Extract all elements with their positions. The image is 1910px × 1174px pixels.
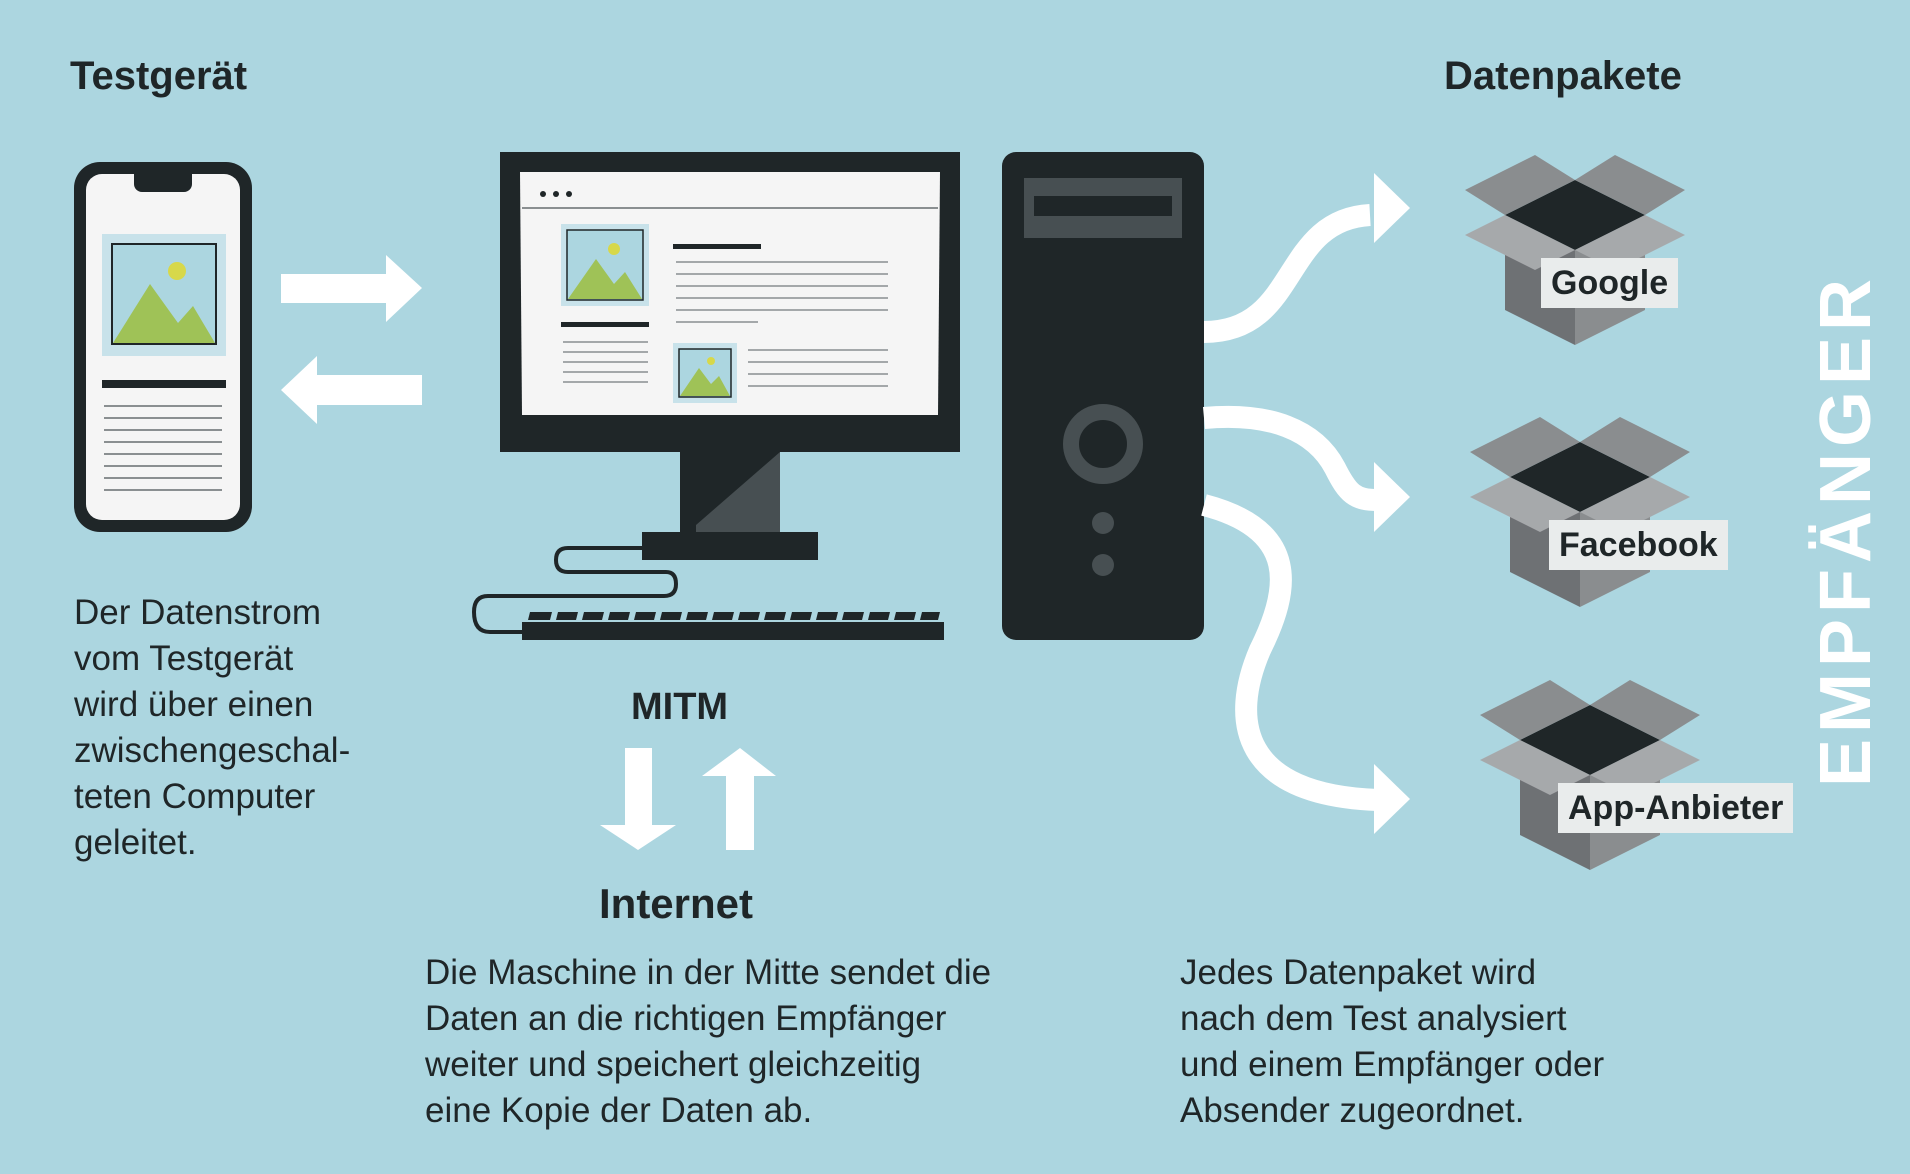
description-mitm: Die Maschine in der Mitte sendet die Dat… [425, 950, 991, 1134]
arrow-up-internet [702, 748, 776, 850]
arrow-to-computer [281, 255, 422, 322]
description-line: Daten an die richtigen Empfänger [425, 999, 947, 1038]
open-box-icon [1480, 680, 1700, 870]
description-line: vom Testgerät [74, 639, 294, 678]
recipient-tag-app-provider: App-Anbieter [1558, 783, 1794, 833]
description-line: wird über einen [74, 685, 314, 724]
description-line: geleitet. [74, 823, 197, 862]
description-line: weiter und speichert gleichzeitig [425, 1045, 922, 1084]
heading-test-device: Testgerät [70, 54, 248, 98]
keyboard-icon [471, 546, 944, 640]
description-line: eine Kopie der Daten ab. [425, 1091, 813, 1130]
arrow-to-app-provider [1201, 494, 1410, 834]
description-line: nach dem Test analysiert [1180, 999, 1567, 1038]
arrow-to-facebook [1203, 405, 1410, 532]
recipient-tag-google: Google [1541, 258, 1679, 308]
label-internet: Internet [599, 880, 754, 927]
description-line: und einem Empfänger oder [1180, 1045, 1605, 1084]
smartphone-icon [74, 162, 252, 532]
description-line: Jedes Datenpaket wird [1180, 953, 1537, 992]
arrow-to-google [1203, 173, 1410, 343]
open-box-icon [1470, 417, 1690, 607]
description-test-device: Der Datenstrom vom Testgerät wird über e… [74, 590, 350, 866]
description-line: teten Computer [74, 777, 316, 816]
monitor-icon [500, 152, 960, 560]
description-line: Absender zugeordnet. [1180, 1091, 1525, 1130]
arrow-to-phone [281, 356, 422, 424]
description-line: zwischengeschal- [74, 731, 351, 770]
recipient-tag-facebook: Facebook [1549, 520, 1728, 570]
description-line: Die Maschine in der Mitte sendet die [425, 953, 992, 992]
pc-tower-icon [1002, 152, 1204, 640]
heading-data-packets: Datenpakete [1444, 54, 1682, 98]
description-data-packets: Jedes Datenpaket wird nach dem Test anal… [1180, 950, 1604, 1134]
recipient-vertical-label: EMPFÄNGER [1806, 272, 1886, 788]
description-line: Der Datenstrom [74, 593, 322, 632]
label-mitm: MITM [631, 686, 729, 728]
arrow-down-internet [600, 748, 676, 850]
open-box-icon [1465, 155, 1685, 345]
